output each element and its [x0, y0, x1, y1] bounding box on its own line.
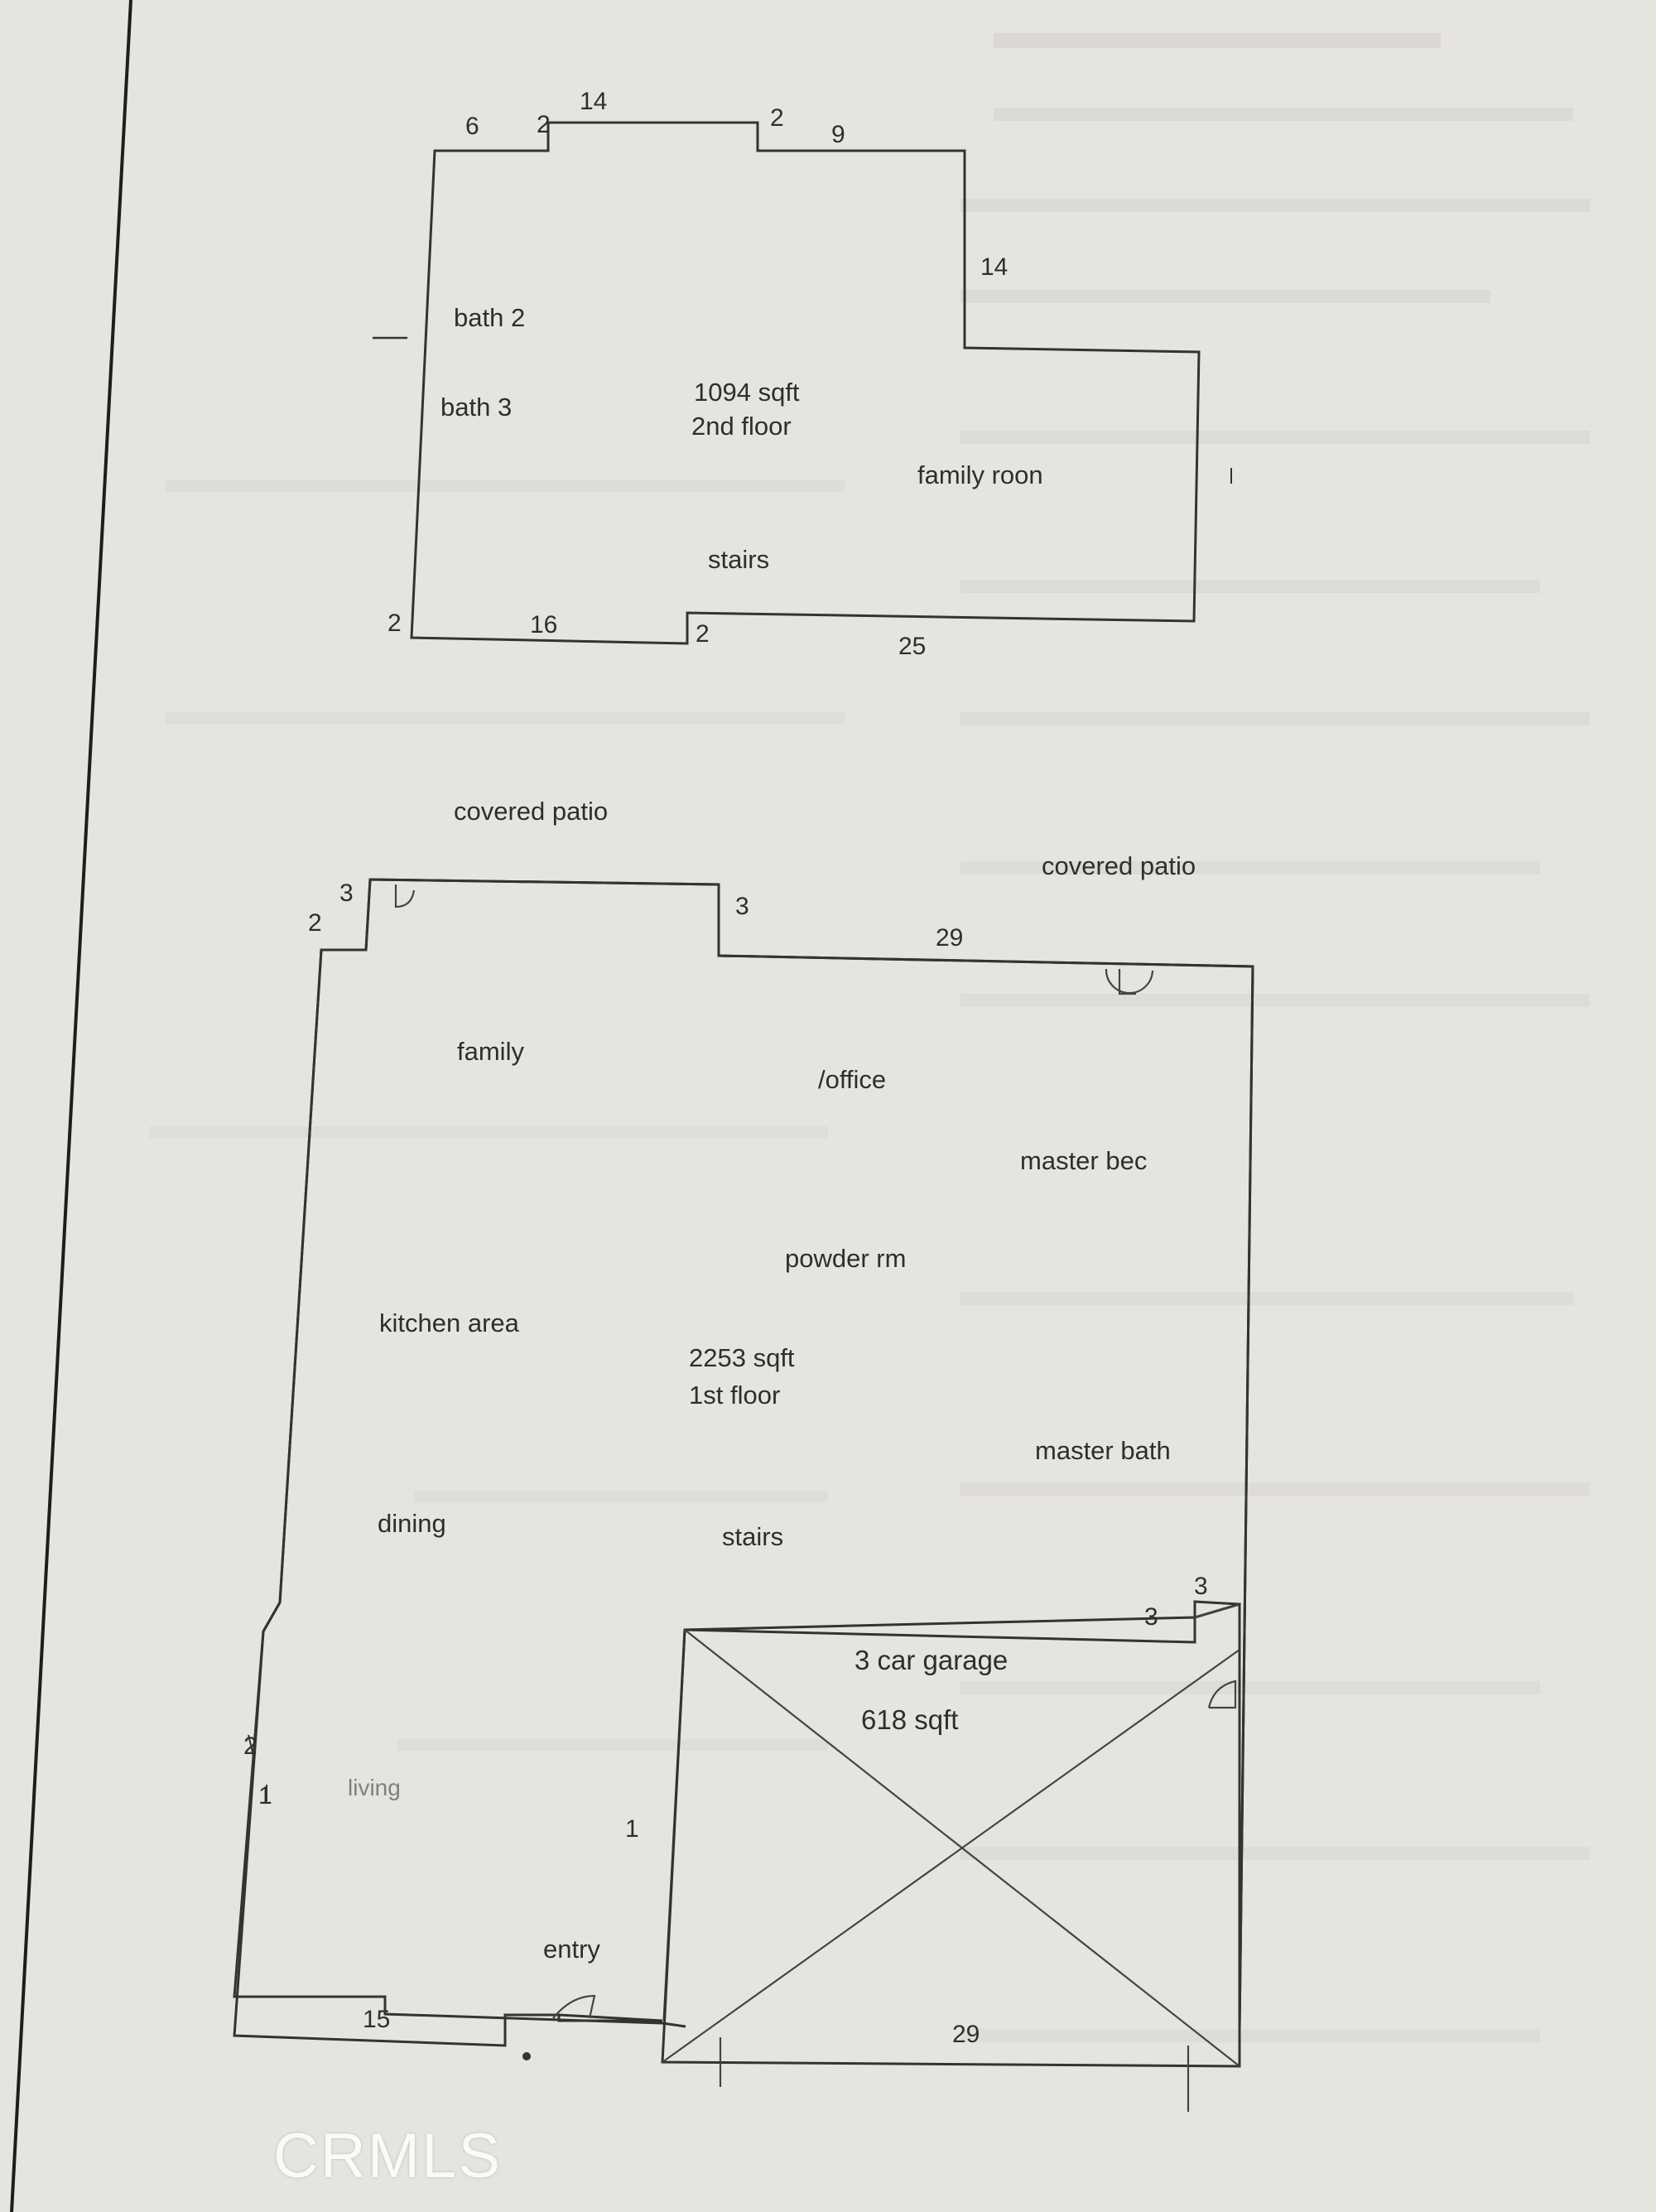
second-floor-stairs: stairs	[708, 545, 769, 574]
room-family-room: family roon	[917, 460, 1043, 489]
first-floor-rooms: family /office master bec powder rm kitc…	[348, 1037, 1171, 1964]
covered-patio-right: covered patio	[1042, 851, 1196, 880]
second-floor-rooms: bath 2 bath 3 1094 sqft 2nd floor family…	[440, 303, 1043, 574]
dim-3-c: 3	[1194, 1573, 1208, 1600]
room-entry: entry	[543, 1935, 600, 1964]
room-living: living	[348, 1775, 401, 1800]
first-floor-tick	[248, 1734, 254, 1757]
second-floor-level: 2nd floor	[691, 412, 792, 441]
dim-1-center: 1	[625, 1815, 639, 1843]
first-floor-stairs: stairs	[722, 1522, 783, 1551]
binder-edge-line	[10, 0, 132, 2212]
dim-2-left: 2	[308, 909, 322, 937]
garage-area: 618 sqft	[861, 1704, 958, 1735]
dim-1-left: 1	[258, 1782, 272, 1810]
dim-9: 9	[831, 121, 845, 148]
first-floor-walls	[233, 878, 1254, 2047]
second-floor-dimensions: 6 2 14 2 9 14 2 16 2 25	[388, 88, 1008, 660]
first-floor-dimensions: 3 2 3 29 3 3 2 1 1 15	[243, 879, 1208, 2033]
room-kitchen-area: kitchen area	[379, 1308, 520, 1337]
garage-labels: 3 car garage 618 sqft 29	[854, 1645, 1008, 2048]
dim-2-lower: 2	[243, 1732, 258, 1760]
dim-3-b: 3	[735, 893, 749, 920]
dim-3-d: 3	[1144, 1603, 1158, 1631]
dim-29-top: 29	[936, 924, 963, 952]
door-swing-icons	[394, 884, 1237, 2060]
dim-6: 6	[465, 113, 479, 140]
dim-25: 25	[898, 633, 926, 660]
first-floor-area: 2253 sqft	[689, 1343, 795, 1372]
show-through-ghost-text	[149, 33, 1590, 2042]
dim-3-a: 3	[339, 879, 354, 907]
dim-16: 16	[530, 611, 557, 639]
room-master-bath: master bath	[1035, 1436, 1171, 1465]
second-floor-outline	[410, 121, 1201, 645]
patio-labels: covered patio covered patio	[454, 797, 1196, 880]
garage-label: 3 car garage	[854, 1645, 1008, 1675]
crmls-watermark: CRMLS	[273, 2121, 503, 2191]
first-floor-level: 1st floor	[689, 1381, 780, 1410]
dim-14-top: 14	[580, 88, 607, 115]
room-den-office: /office	[818, 1065, 886, 1094]
covered-patio-left: covered patio	[454, 797, 608, 826]
second-floor-area: 1094 sqft	[694, 378, 800, 407]
garage-width-29: 29	[952, 2021, 980, 2048]
room-family: family	[457, 1037, 524, 1066]
room-dining: dining	[378, 1509, 446, 1538]
dim-2-d: 2	[696, 620, 710, 648]
garage-outline	[661, 1602, 1241, 2112]
dim-14-right: 14	[980, 253, 1008, 281]
room-powder: powder rm	[785, 1244, 906, 1273]
room-bath-3: bath 3	[440, 393, 512, 422]
dim-2-b: 2	[770, 104, 784, 132]
dim-2-c: 2	[388, 610, 402, 637]
dim-2-a: 2	[537, 111, 551, 138]
room-bath-2: bath 2	[454, 303, 525, 332]
dim-15: 15	[363, 2006, 390, 2033]
room-master-bed: master bec	[1020, 1146, 1147, 1175]
